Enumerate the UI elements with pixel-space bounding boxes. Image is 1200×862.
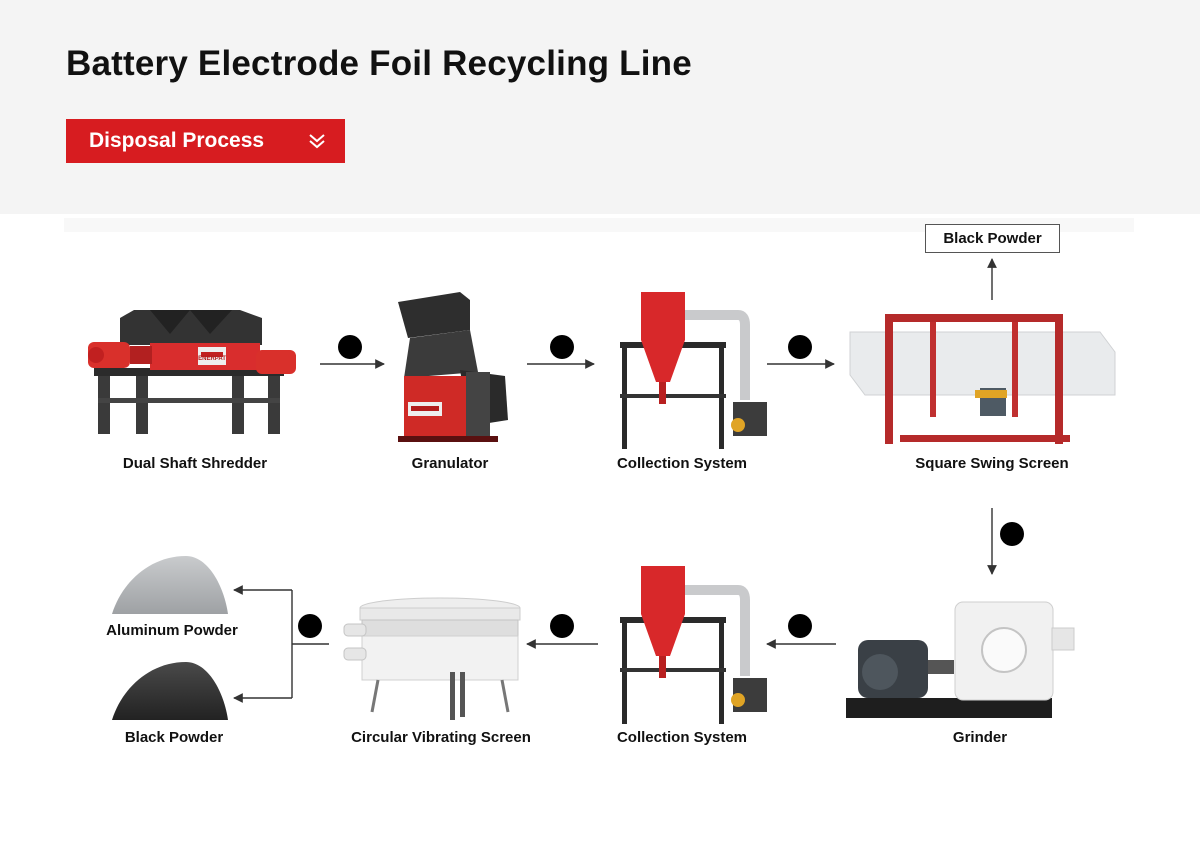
header-band bbox=[0, 0, 1200, 214]
granulator-illustration bbox=[398, 292, 508, 442]
label-dual-shaft-shredder: Dual Shaft Shredder bbox=[122, 455, 268, 472]
step-badge-6: 6 bbox=[550, 614, 574, 638]
svg-text:2: 2 bbox=[558, 339, 567, 356]
label-grinder: Grinder bbox=[952, 729, 1008, 746]
step-badge-4: 4 bbox=[1000, 522, 1024, 546]
shredder-nameplate: ENERPAT bbox=[198, 356, 226, 362]
label-granulator: Granulator bbox=[411, 455, 489, 472]
disposal-process-tab[interactable]: Disposal Process bbox=[66, 119, 345, 163]
svg-text:1: 1 bbox=[346, 339, 355, 356]
flow-arrows bbox=[233, 258, 997, 703]
section-tag-label: Disposal Process bbox=[89, 129, 265, 152]
black-powder-pile bbox=[112, 662, 228, 720]
label-aluminum-powder: Aluminum Powder bbox=[106, 622, 238, 639]
step-badge-2: 2 bbox=[550, 335, 574, 359]
step-badge-1: 1 bbox=[338, 335, 362, 359]
svg-text:3: 3 bbox=[796, 339, 805, 356]
label-circular-vibrating-screen: Circular Vibrating Screen bbox=[351, 729, 531, 746]
svg-text:7: 7 bbox=[306, 618, 315, 635]
collection-system-1-illustration bbox=[620, 292, 767, 449]
page-title: Battery Electrode Foil Recycling Line bbox=[66, 44, 692, 83]
svg-text:4: 4 bbox=[1008, 526, 1017, 543]
aluminum-powder-pile bbox=[112, 556, 228, 614]
collection-system-2-illustration bbox=[620, 566, 767, 724]
step-badge-5: 5 bbox=[788, 614, 812, 638]
label-square-swing-screen: Square Swing Screen bbox=[915, 455, 1069, 472]
output-black-powder-top: Black Powder bbox=[925, 224, 1060, 253]
grinder-illustration bbox=[846, 601, 1075, 718]
label-collection-system-2: Collection System bbox=[616, 729, 748, 746]
square-swing-screen-illustration bbox=[849, 314, 1116, 444]
step-badge-7: 7 bbox=[298, 614, 322, 638]
circular-vibrating-screen-illustration bbox=[343, 597, 521, 720]
granulator-nameplate: ENERPAT bbox=[411, 407, 439, 413]
svg-text:5: 5 bbox=[796, 618, 805, 635]
step-badge-3: 3 bbox=[788, 335, 812, 359]
double-chevron-down-icon bbox=[309, 134, 325, 149]
svg-text:6: 6 bbox=[558, 618, 567, 635]
dual-shaft-shredder-illustration bbox=[88, 310, 296, 434]
label-collection-system-1: Collection System bbox=[616, 455, 748, 472]
label-black-powder-bottom: Black Powder bbox=[124, 729, 224, 746]
